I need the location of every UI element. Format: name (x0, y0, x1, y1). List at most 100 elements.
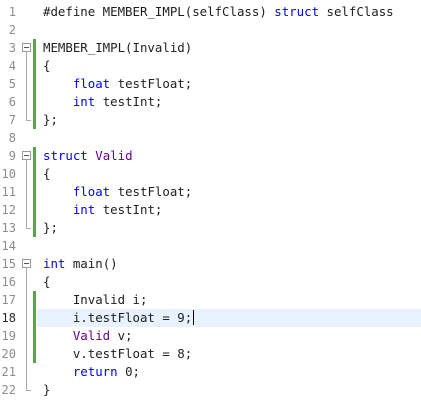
code-text: { (43, 165, 50, 183)
fold-guide (22, 273, 31, 291)
code-line[interactable]: 13}; (0, 219, 421, 237)
line-number: 8 (8, 131, 16, 145)
code-line[interactable]: 1#define MEMBER_IMPL(selfClass) struct s… (0, 3, 421, 21)
code-token: 0; (117, 364, 140, 379)
code-line[interactable]: 17 Invalid i; (0, 291, 421, 309)
code-text-area[interactable]: } (37, 381, 421, 399)
code-line[interactable]: 8 (0, 129, 421, 147)
code-line[interactable]: 16 { (0, 273, 421, 291)
line-number: 21 (1, 365, 16, 379)
code-line[interactable]: 14 (0, 237, 421, 255)
fold-margin (22, 129, 31, 147)
fold-guide-end (22, 381, 31, 399)
code-text-area[interactable]: Invalid i; (37, 291, 421, 309)
code-text-area[interactable]: }; (37, 111, 421, 129)
code-text-area[interactable]: int testInt; (37, 93, 421, 111)
code-text-area[interactable]: }; (37, 219, 421, 237)
code-token (43, 292, 73, 307)
code-token: struct (43, 148, 88, 163)
collapse-region-icon[interactable] (22, 39, 31, 57)
line-number: 12 (1, 203, 16, 217)
code-token (43, 184, 73, 199)
code-line[interactable]: 2 (0, 21, 421, 39)
code-text: float testFloat; (43, 75, 192, 93)
line-number: 15 (1, 257, 16, 271)
code-token: return (72, 364, 118, 379)
change-tracking-bar (33, 165, 36, 183)
code-token: testInt; (95, 202, 163, 217)
change-tracking-bar (33, 39, 36, 57)
code-text: { (43, 57, 50, 75)
code-text: v.testFloat = 8; (43, 345, 192, 363)
code-text-area[interactable]: Valid v; (37, 327, 421, 345)
code-text-area[interactable]: v.testFloat = 8; (37, 345, 421, 363)
code-line[interactable]: 7}; (0, 111, 421, 129)
code-line[interactable]: 19 Valid v; (0, 327, 421, 345)
code-token: v; (110, 328, 133, 343)
code-text-area[interactable]: int testInt; (37, 201, 421, 219)
collapse-region-icon[interactable] (22, 147, 31, 165)
change-tracking-bar (33, 183, 36, 201)
code-token: { (43, 58, 51, 73)
code-token: testFloat; (110, 76, 193, 91)
code-line[interactable]: 12 int testInt; (0, 201, 421, 219)
code-text-area[interactable]: MEMBER_IMPL(Invalid) (37, 39, 421, 57)
code-text: }; (43, 111, 58, 129)
line-number: 2 (8, 23, 16, 37)
code-text-area[interactable]: int main() (37, 255, 421, 273)
code-text: float testFloat; (43, 183, 192, 201)
code-text-area[interactable]: return 0; (37, 363, 421, 381)
code-token: int (43, 256, 66, 271)
code-line[interactable]: 4{ (0, 57, 421, 75)
code-text-area[interactable]: struct Valid (37, 147, 421, 165)
code-text-area[interactable]: { (37, 273, 421, 291)
code-token: selfClass (319, 4, 394, 19)
code-line[interactable]: 20 v.testFloat = 8; (0, 345, 421, 363)
code-text-area[interactable]: { (37, 165, 421, 183)
fold-guide (22, 93, 31, 111)
code-line[interactable]: 18 i.testFloat = 9; (0, 309, 421, 327)
code-line[interactable]: 22} (0, 381, 421, 399)
line-number: 19 (1, 329, 16, 343)
code-token: v.testFloat = 8; (43, 346, 193, 361)
code-token: int (72, 94, 96, 109)
code-line[interactable]: 6 int testInt; (0, 93, 421, 111)
change-tracking-bar (33, 21, 36, 39)
code-text-area[interactable]: i.testFloat = 9; (37, 309, 421, 327)
code-line[interactable]: 5 float testFloat; (0, 75, 421, 93)
code-text-area[interactable]: float testFloat; (37, 183, 421, 201)
code-text-area[interactable]: #define MEMBER_IMPL(selfClass) struct se… (37, 3, 421, 21)
line-number: 11 (1, 185, 16, 199)
code-text-area[interactable] (37, 237, 421, 255)
code-line[interactable]: 10{ (0, 165, 421, 183)
code-token: MEMBER_IMPL(Invalid) (43, 40, 193, 55)
code-token (43, 76, 73, 91)
change-tracking-bar (33, 147, 36, 165)
code-text-area[interactable] (37, 129, 421, 147)
line-number: 22 (1, 383, 16, 397)
change-tracking-bar (33, 237, 36, 255)
collapse-region-icon[interactable] (22, 255, 31, 273)
code-text-area[interactable]: { (37, 57, 421, 75)
fold-guide (22, 201, 31, 219)
change-tracking-bar (33, 75, 36, 93)
code-line[interactable]: 3 MEMBER_IMPL(Invalid) (0, 39, 421, 57)
code-text: i.testFloat = 9; (43, 309, 195, 327)
fold-margin (22, 3, 31, 21)
change-tracking-bar (33, 363, 36, 381)
code-line[interactable]: 15 int main() (0, 255, 421, 273)
change-tracking-bar (33, 381, 36, 399)
code-text-area[interactable] (37, 21, 421, 39)
fold-guide (22, 291, 31, 309)
code-text-area[interactable]: float testFloat; (37, 75, 421, 93)
line-number: 3 (8, 41, 16, 55)
code-line[interactable]: 21 return 0; (0, 363, 421, 381)
code-line[interactable]: 11 float testFloat; (0, 183, 421, 201)
code-token: i.testFloat = 9; (43, 310, 193, 325)
code-token: Valid (72, 328, 111, 343)
line-number: 16 (1, 275, 16, 289)
code-token: }; (43, 220, 58, 235)
fold-guide (22, 327, 31, 345)
